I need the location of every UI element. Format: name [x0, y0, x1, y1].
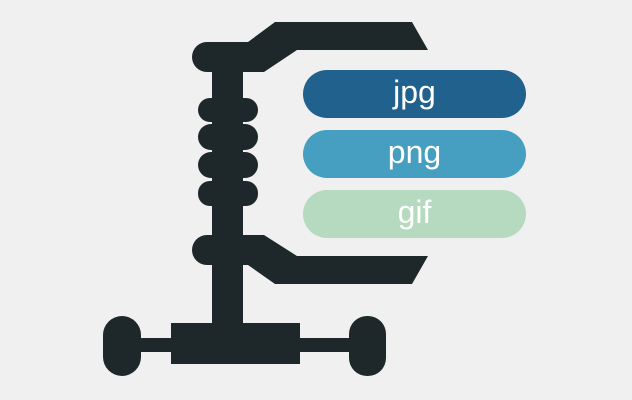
format-label: jpg: [393, 74, 436, 110]
base-block: [171, 323, 300, 364]
format-badge-gif: gif: [303, 190, 526, 238]
screw-thread: [198, 181, 258, 206]
screw-thread: [198, 124, 258, 150]
screw-thread: [198, 98, 258, 122]
format-label: png: [387, 134, 442, 170]
format-badge-png: png: [303, 130, 526, 178]
bottom-jaw: [230, 235, 428, 284]
top-jaw: [230, 22, 428, 72]
right-knob: [349, 316, 386, 376]
left-knob: [103, 316, 141, 376]
format-badge-jpg: jpg: [303, 70, 526, 118]
screw-thread: [198, 152, 258, 178]
format-label: gif: [397, 194, 432, 230]
